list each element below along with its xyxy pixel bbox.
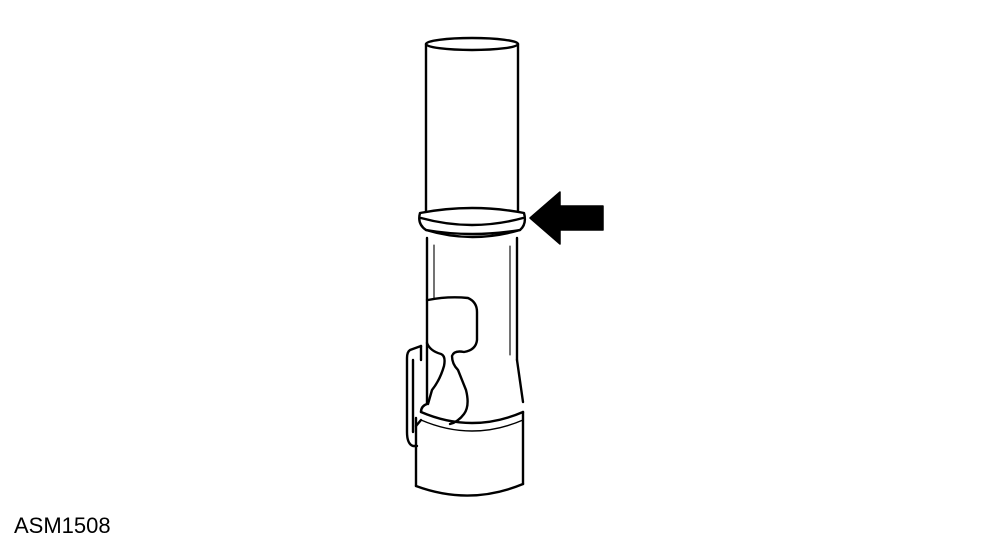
upper-tube [426,38,518,216]
latch-cutout [427,297,477,424]
side-clip [407,346,421,446]
figure-id-label: ASM1508 [14,513,111,538]
o-ring-seal [419,208,525,237]
base-collar [416,412,523,496]
arrow-pointer [530,192,603,244]
